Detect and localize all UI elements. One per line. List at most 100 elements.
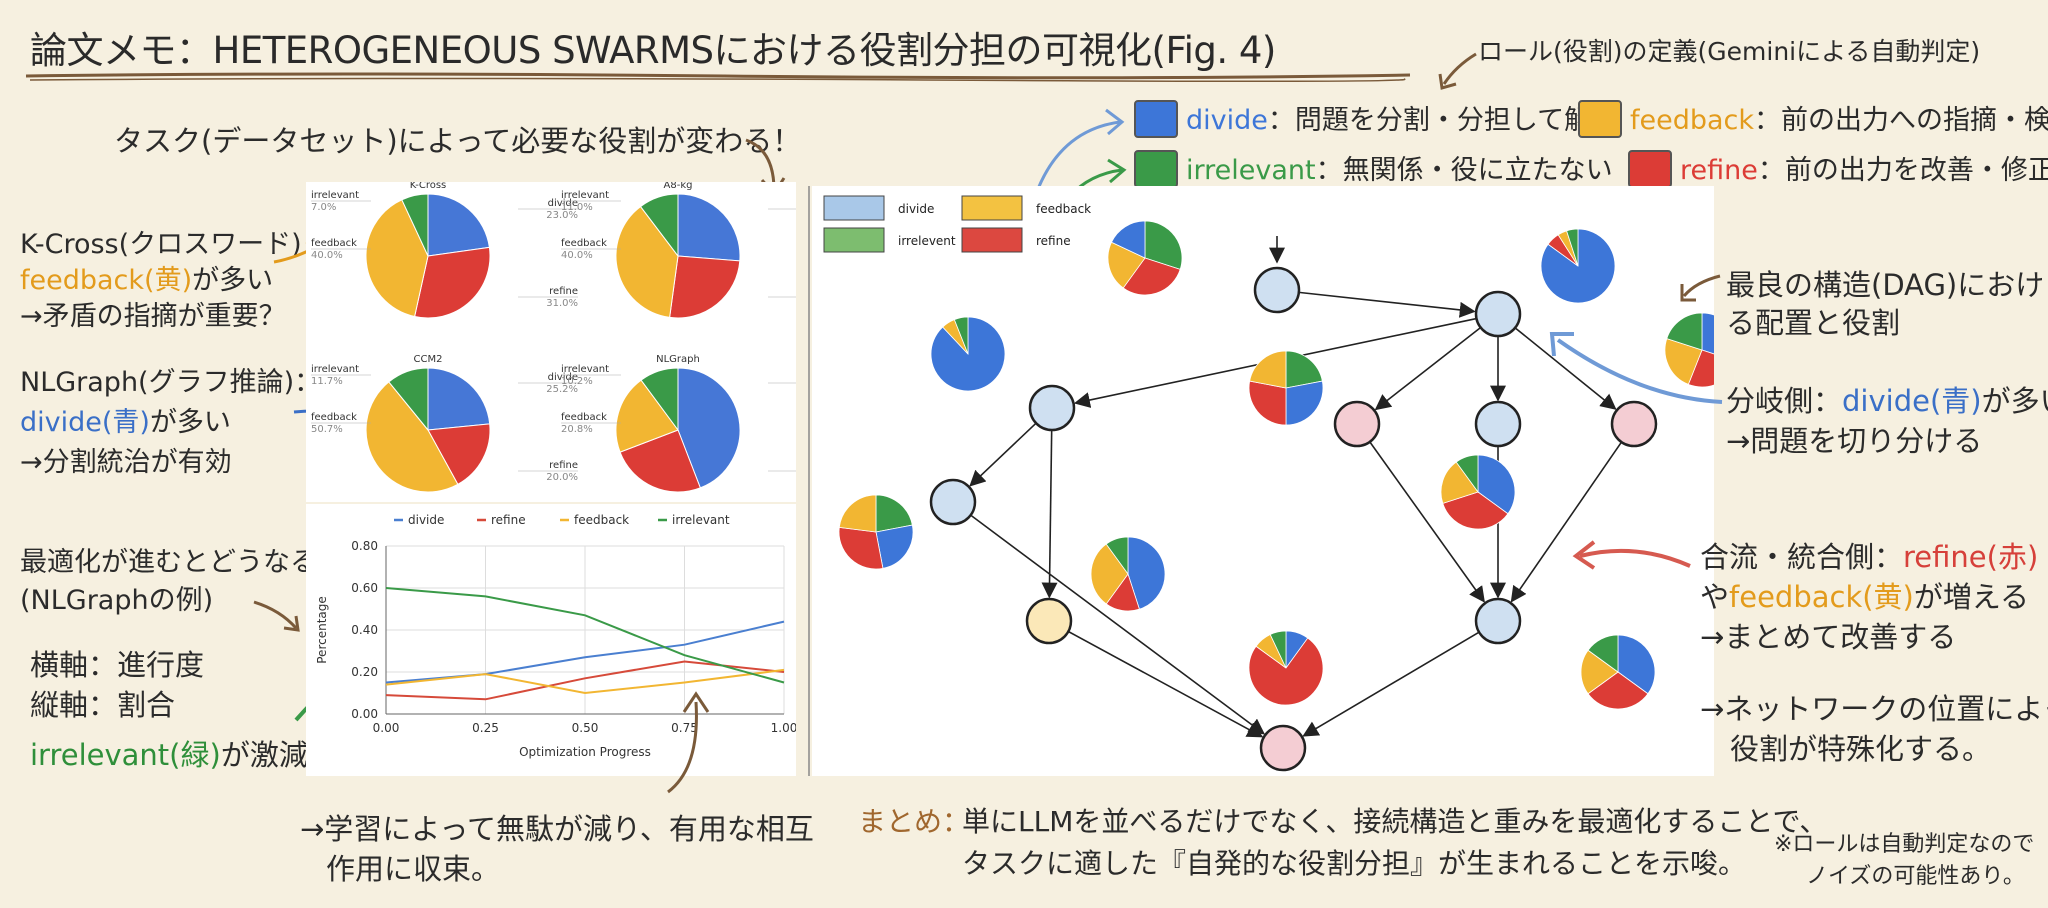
legend-key-irrelevant: irrelevant [1186, 155, 1316, 186]
x-tick-label: 1.00 [771, 721, 796, 735]
pie-percent-irrelevant: 11.0% [561, 202, 593, 213]
x-tick-label: 0.75 [671, 721, 698, 735]
pie-label-irrelevant: irrelevant [311, 190, 359, 201]
dag-node-n2 [1474, 290, 1522, 338]
dag-edge [970, 514, 1266, 735]
pie-slice-irrelevant [639, 193, 679, 258]
dag-legend-swatch-refine [961, 227, 1023, 253]
position-note-line2: 役割が特殊化する。 [1730, 732, 1992, 766]
optimization-arrow [253, 600, 300, 632]
pie-percent-feedback: 40.0% [561, 250, 593, 261]
dag-pie-slice [1442, 491, 1509, 530]
pie-percent-divide: 23.0% [546, 210, 578, 221]
y-tick-label: 0.00 [351, 707, 378, 721]
dag-node-l2 [929, 478, 977, 526]
pie-label-refine: refine [549, 460, 578, 471]
dag-edge [1067, 630, 1264, 738]
summary-label: まとめ： [858, 805, 971, 838]
dag-legend-swatch-divide [823, 195, 885, 221]
dag-note-line2: る配置と役割 [1726, 306, 1901, 340]
pie-slice-feedback [365, 381, 459, 493]
x-tick-label: 0.00 [373, 721, 400, 735]
y-tick-label: 0.80 [351, 539, 378, 553]
dag-node-r1 [1474, 597, 1522, 645]
x-axis-note: 横軸：進行度 [30, 648, 205, 682]
pie-title: K-Cross [410, 182, 447, 191]
task-note: タスク(データセット)によって必要な役割が変わる！ [114, 124, 802, 158]
series-line-irrelevant [385, 587, 785, 684]
dag-node-m3 [1610, 400, 1658, 448]
merge-note-line2: やfeedback(黄)が増える [1700, 574, 2029, 616]
dag-pie-slice [875, 494, 913, 533]
pie-slice-divide [677, 367, 741, 489]
line-legend-label-irrelevant: irrelevant [672, 513, 730, 527]
merge-refine: refine(赤) [1903, 540, 2039, 574]
pie-label-feedback: feedback [311, 238, 357, 249]
dag-legend-swatch-irrelevent [823, 227, 885, 253]
optimization-question: 最適化が進むとどうなる？ [20, 547, 344, 578]
dag-node-top [1253, 266, 1301, 314]
legend-swatch-divide [1134, 100, 1178, 138]
dag-pie-slice [838, 526, 884, 570]
dag-pie-slice [1455, 454, 1479, 494]
merge-and: や [1700, 580, 1730, 614]
pie-title: A8-kg [664, 182, 693, 191]
x-tick-label: 0.25 [472, 721, 499, 735]
merge-arrow [1572, 540, 1691, 570]
line-chart-panel [306, 504, 796, 776]
branch-note-line1: 分岐側：divide(青)が多い [1726, 378, 2048, 420]
nlgraph-many: が多い [149, 407, 231, 438]
legend-arrow-green-head [1107, 158, 1127, 184]
pie-slice-irrelevant [401, 193, 429, 257]
dag-legend-label-refine: refine [1036, 234, 1071, 248]
y-axis-title: Percentage [315, 596, 329, 664]
dag-pie-slice [1269, 630, 1287, 669]
dag-pie-slice [1127, 536, 1166, 610]
pie-label-irrelevant: irrelevant [561, 190, 609, 201]
learning-note-line2: 作用に収束。 [326, 852, 501, 886]
dag-legend-label-feedback: feedback [1036, 202, 1091, 216]
merge-label: 合流・統合側： [1700, 540, 1904, 574]
pie-label-feedback: feedback [561, 238, 607, 249]
line-legend-label-divide: divide [408, 513, 444, 527]
dag-pie-slice [1617, 634, 1656, 695]
dag-pie-slice [1477, 454, 1516, 515]
legend-swatch-feedback [1578, 100, 1622, 138]
nlgraph-divide-label: divide(青) [20, 407, 150, 438]
dag-pie-slice [1580, 649, 1619, 695]
dag-pie-slice [1687, 349, 1714, 388]
merge-note-line3: →まとめて改善する [1700, 620, 1957, 654]
pie-percent-feedback: 20.8% [561, 424, 593, 435]
legend-swatch-irrelevant [1134, 150, 1178, 188]
nlgraph-note-line3: →分割統治が有効 [20, 447, 232, 478]
legend-key-feedback: feedback [1630, 105, 1755, 136]
nlgraph-note-line2: divide(青)が多い [20, 400, 231, 439]
legend-arrow-blue-head [1105, 108, 1125, 136]
dag-edge [1510, 441, 1623, 603]
pie-slice-feedback [615, 205, 679, 318]
pie-slice-irrelevant [388, 367, 429, 432]
pie-label-irrelevant: irrelevant [561, 364, 609, 375]
merge-note-line1: 合流・統合側：refine(赤) [1700, 534, 2038, 576]
legend-label-irrelevant: irrelevant：無関係・役に立たない [1186, 148, 1613, 187]
dag-node-m1 [1333, 400, 1381, 448]
task-pie-charts: K-Crossdivide23.0%refine31.0%feedback40.… [311, 182, 796, 493]
dag-pie-slice [1666, 312, 1703, 351]
learning-note-line1: →学習によって無駄が減り、有用な相互 [300, 812, 814, 846]
role-definition-title: ロール(役割)の定義(Geminiによる自動判定) [1478, 37, 1981, 66]
pie-slice-divide [427, 367, 491, 431]
pie-percent-feedback: 40.0% [311, 250, 343, 261]
nlgraph-note-title: NLGraph(グラフ推論)： [20, 367, 322, 398]
page-title: 論文メモ：HETEROGENEOUS SWARMSにおける役割分担の可視化(Fi… [30, 29, 1276, 72]
y-tick-label: 0.40 [351, 623, 378, 637]
x-tick-label: 0.50 [572, 721, 599, 735]
legend-desc-irrelevant: ：無関係・役に立たない [1315, 155, 1613, 186]
learning-arrow [667, 691, 710, 794]
dag-pie-slice [1122, 257, 1181, 296]
branch-arrow [1549, 332, 1723, 404]
merge-feedback: feedback(黄) [1729, 580, 1914, 614]
pie-percent-irrelevant: 11.7% [311, 376, 343, 387]
irrelevant-label: irrelevant(緑) [30, 738, 221, 772]
